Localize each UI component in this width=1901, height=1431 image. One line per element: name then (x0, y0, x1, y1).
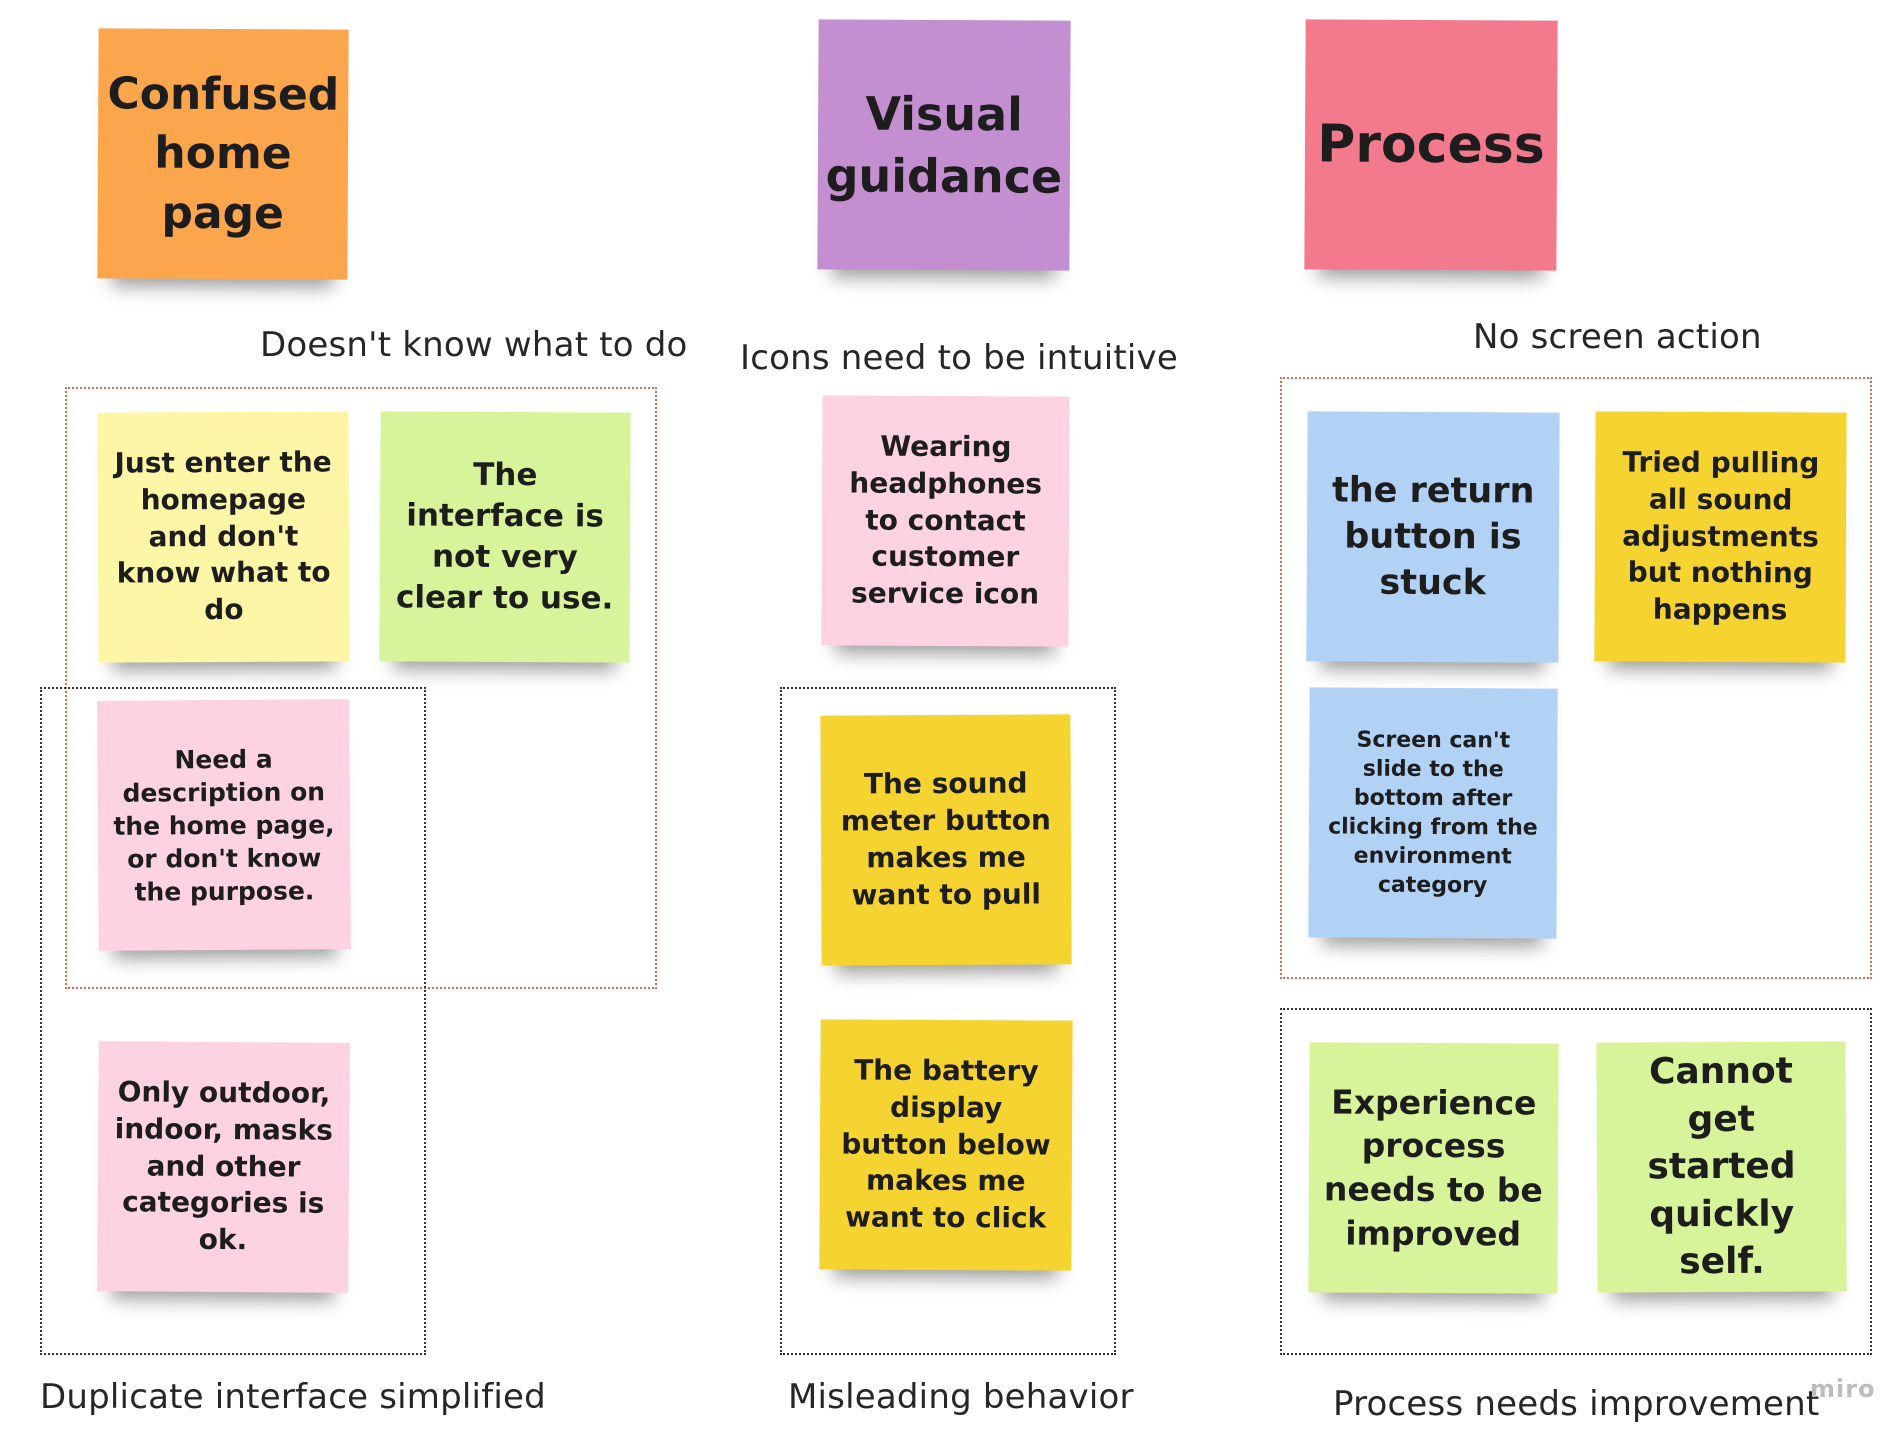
group-frame-duplicate-interface (40, 687, 426, 1355)
note-text: Wearing headphones to contact customer s… (849, 429, 1043, 611)
label-icons-intuitive: Icons need to be intuitive (740, 338, 1178, 378)
note-experience-process[interactable]: Experience process needs to be improved (1308, 1042, 1559, 1294)
note-just-enter-homepage[interactable]: Just enter the homepage and don't know w… (97, 411, 350, 663)
note-interface-not-clear[interactable]: The interface is not very clear to use. (379, 411, 631, 663)
note-return-button-stuck[interactable]: the return button is stuck (1306, 411, 1560, 663)
label-doesnt-know: Doesn't know what to do (260, 325, 688, 365)
note-text: Tried pulling all sound adjustments but … (1622, 445, 1820, 627)
group-frame-no-screen-action (1280, 377, 1872, 979)
note-text: The sound meter button makes me want to … (840, 766, 1051, 912)
header-note-text: Confused home page (107, 68, 340, 240)
group-frame-misleading-behavior (780, 687, 1116, 1355)
header-note-visual-guidance[interactable]: Visual guidance (817, 19, 1071, 271)
note-text: The interface is not very clear to use. (395, 457, 614, 617)
note-text: Experience process needs to be improved (1323, 1082, 1543, 1254)
note-text: The battery display button below makes m… (841, 1053, 1051, 1235)
note-text: Screen can't slide to the bottom after c… (1328, 727, 1538, 899)
miro-watermark: miro (1810, 1375, 1876, 1403)
label-misleading-behavior: Misleading behavior (788, 1377, 1134, 1417)
note-wearing-headphones[interactable]: Wearing headphones to contact customer s… (821, 395, 1070, 647)
note-screen-cant-slide[interactable]: Screen can't slide to the bottom after c… (1308, 687, 1558, 939)
note-sound-meter-button[interactable]: The sound meter button makes me want to … (820, 714, 1072, 966)
note-only-outdoor-indoor[interactable]: Only outdoor, indoor, masks and other ca… (97, 1041, 350, 1293)
label-no-screen-action: No screen action (1473, 317, 1762, 357)
note-need-description[interactable]: Need a description on the home page, or … (97, 699, 351, 951)
note-tried-pulling-sound[interactable]: Tried pulling all sound adjustments but … (1594, 411, 1847, 663)
label-duplicate-interface: Duplicate interface simplified (40, 1377, 546, 1417)
header-note-confused-home-page[interactable]: Confused home page (97, 28, 349, 280)
label-process-needs-improvement: Process needs improvement (1333, 1384, 1820, 1424)
note-text: Only outdoor, indoor, masks and other ca… (114, 1074, 333, 1257)
note-cannot-get-started[interactable]: Cannot get started quickly self. (1596, 1041, 1847, 1293)
note-battery-display-button[interactable]: The battery display button below makes m… (819, 1019, 1073, 1271)
note-text: Just enter the homepage and don't know w… (114, 445, 332, 627)
group-frame-process-improvement (1280, 1008, 1872, 1355)
note-text: Cannot get started quickly self. (1647, 1050, 1796, 1283)
note-text: the return button is stuck (1331, 470, 1535, 604)
header-note-text: Process (1317, 114, 1545, 176)
header-note-text: Visual guidance (825, 86, 1063, 204)
note-text: Need a description on the home page, or … (113, 744, 335, 907)
header-note-process[interactable]: Process (1304, 19, 1558, 271)
